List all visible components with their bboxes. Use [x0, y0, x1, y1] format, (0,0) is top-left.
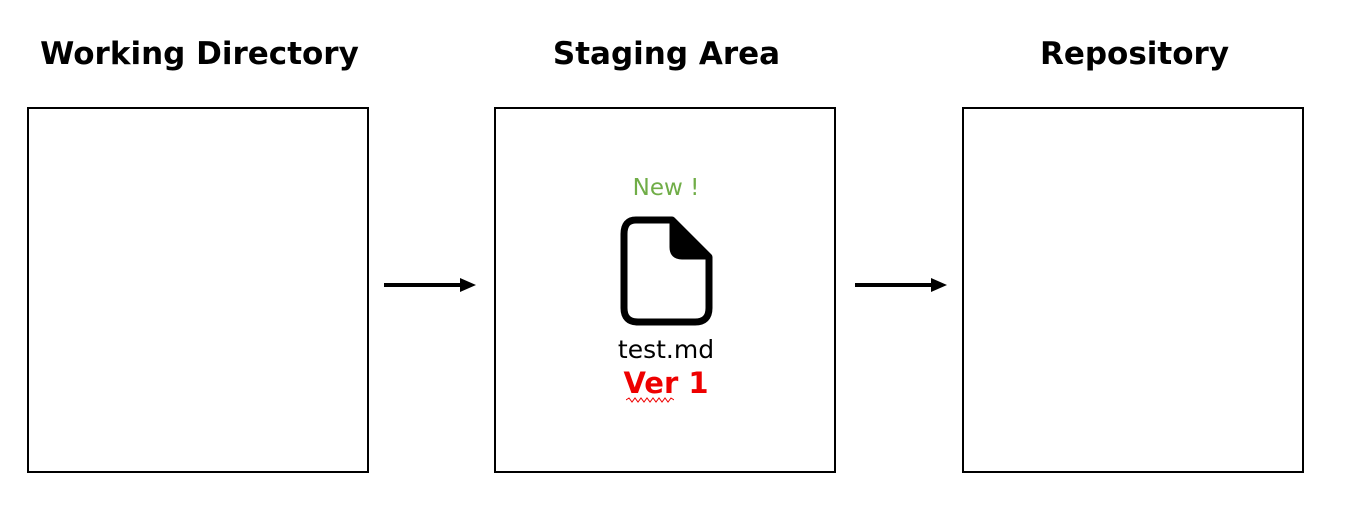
arrow-right-icon [384, 278, 476, 292]
new-status-label: New ! [632, 175, 700, 201]
working-directory-box [27, 107, 369, 473]
repository-box [962, 107, 1304, 473]
working-directory-title: Working Directory [40, 36, 359, 72]
document-icon [620, 216, 713, 326]
staging-area-box [494, 107, 836, 473]
file-name: test.md [617, 335, 715, 364]
arrow-right-icon [855, 278, 947, 292]
file-version: Ver 1 [623, 366, 709, 400]
repository-title: Repository [1039, 36, 1230, 72]
staging-area-title: Staging Area [552, 36, 781, 72]
spellcheck-underline [626, 397, 674, 403]
